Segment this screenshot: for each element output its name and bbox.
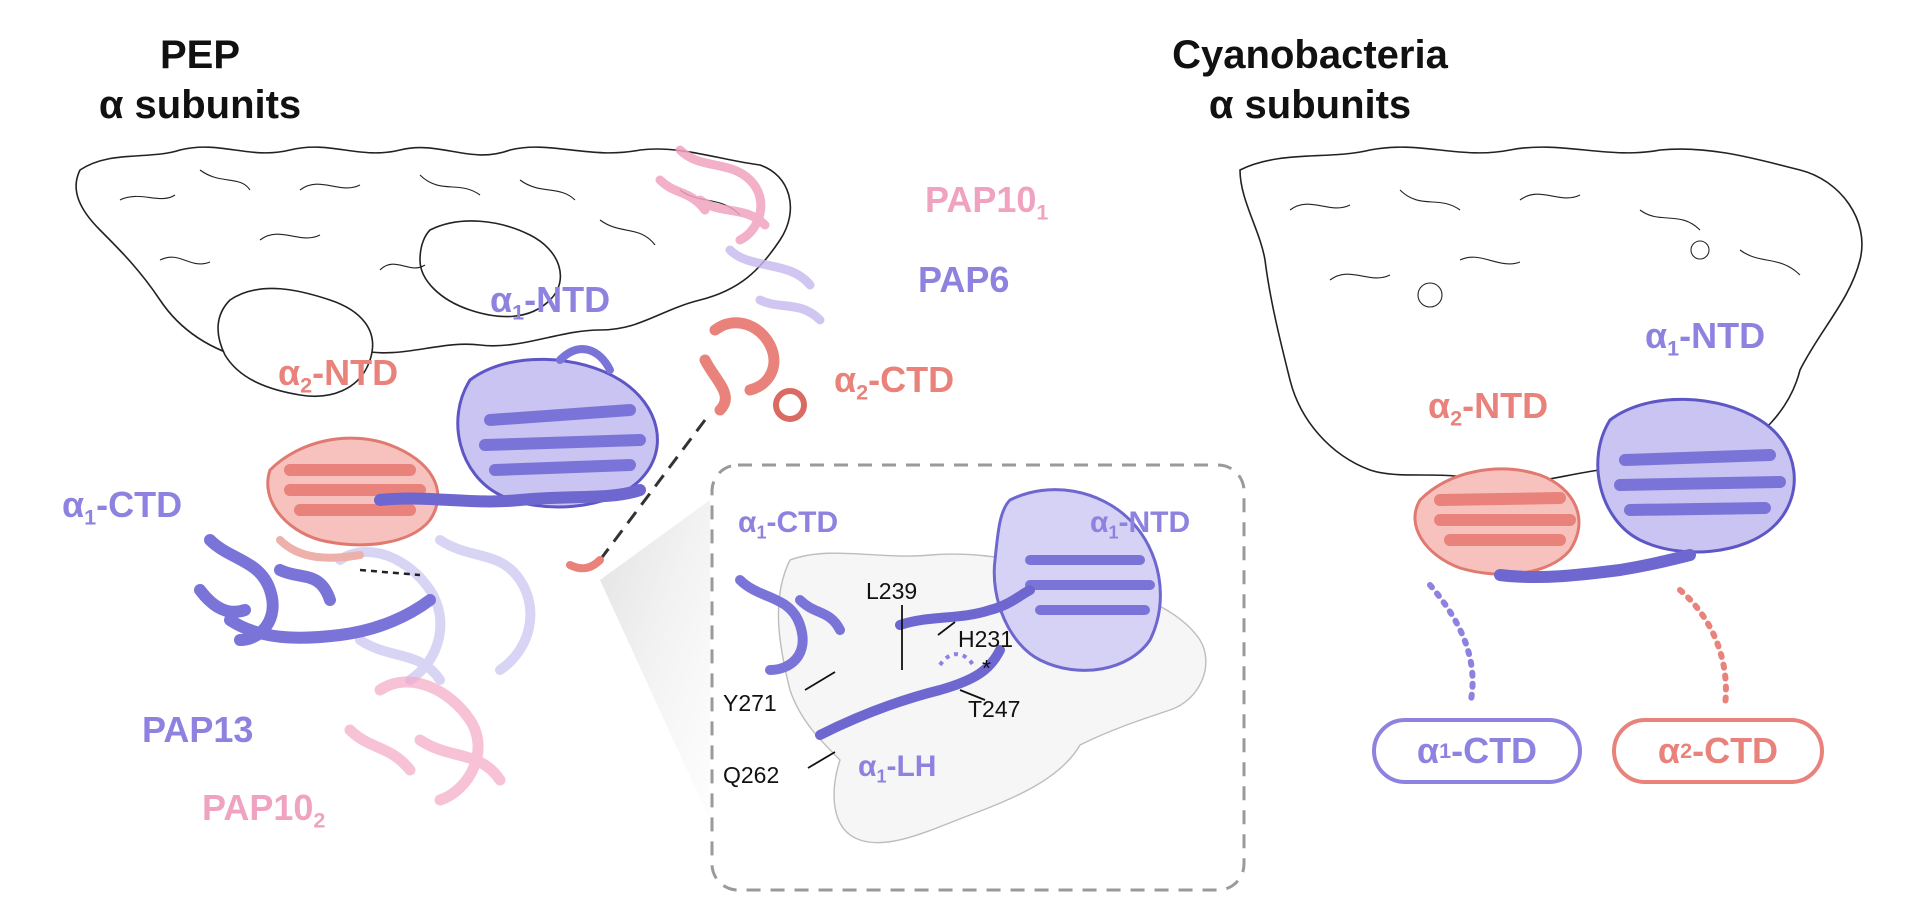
label-alpha2-ctd: α2-CTD (834, 359, 955, 405)
inset-label-alpha1-ctd: α1-CTD (738, 506, 839, 543)
zoom-wedge (600, 500, 710, 820)
right-label-alpha2-ntd: α2-NTD (1428, 385, 1549, 431)
pap10-1-ribbon (655, 145, 770, 245)
right-title-line1: Cyanobacteria (1172, 33, 1448, 77)
inset-dotted-loop (938, 652, 977, 670)
pap10-2-region (344, 676, 506, 806)
inset-alpha1-ntd (992, 488, 1162, 672)
residue-leader-lines (804, 605, 986, 769)
right-title-line2: α subunits (1208, 83, 1412, 127)
right-alpha1-ntd-ribbon (1596, 397, 1796, 554)
alpha-linker-helix (374, 484, 646, 508)
right-title: Cyanobacteria α subunits (1140, 30, 1480, 130)
label-pap13: PAP13 (142, 709, 254, 750)
residue-y271: Y271 (723, 690, 777, 716)
residue-h231: H231 (958, 626, 1013, 652)
alpha2-ntd-ribbon (266, 436, 440, 562)
pap6-ribbon (725, 245, 825, 325)
alpha1-ntd-ribbon (456, 345, 659, 509)
alpha2-ctd-dashed-link (598, 419, 707, 561)
alpha2-ctd-tail (566, 556, 604, 573)
label-pap10-2: PAP102 (202, 787, 326, 833)
left-title-line2: α subunits (98, 83, 302, 127)
residue-l239: L239 (866, 578, 918, 604)
right-surface-detail (1289, 189, 1801, 308)
alpha2-ctd-ribbon (699, 317, 807, 422)
label-pap6: PAP6 (918, 259, 1010, 300)
inset-alpha1-ctd (735, 575, 845, 675)
inset-label-alpha1-ntd: α1-NTD (1090, 506, 1191, 543)
inset-asterisk: * (982, 655, 991, 681)
label-alpha2-ntd: α2-NTD (278, 352, 399, 398)
label-alpha1-ctd: α1-CTD (62, 484, 183, 530)
left-surface-outline (75, 146, 792, 397)
right-alpha1-ctd-dotted-link (1427, 582, 1476, 708)
residue-q262: Q262 (723, 762, 780, 788)
right-alpha2-ctd-dotted-link (1677, 587, 1729, 708)
right-alpha2-ntd-ribbon (1413, 467, 1581, 576)
label-alpha1-ntd: α1-NTD (490, 279, 611, 325)
right-label-alpha1-ntd: α1-NTD (1645, 315, 1766, 361)
inset-label-alpha1-lh: α1-LH (858, 750, 937, 787)
alpha1-ctd-ribbon (194, 534, 436, 646)
inset-alpha1-lh (815, 585, 1035, 740)
left-title: PEP α subunits (80, 30, 320, 130)
right-linker-helix (1494, 549, 1696, 584)
label-pap10-1: PAP101 (925, 179, 1049, 225)
pap13-region (335, 535, 536, 685)
right-surface-outline (1239, 146, 1863, 485)
left-title-line1: PEP (159, 33, 241, 77)
residue-t247: T247 (968, 696, 1021, 722)
